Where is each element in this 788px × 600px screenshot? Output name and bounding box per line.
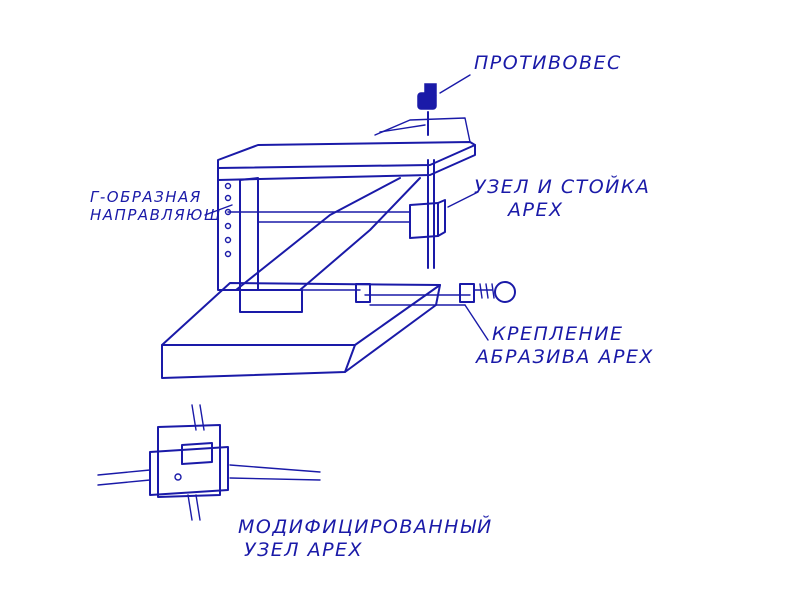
top-bar: [217, 117, 476, 181]
label-node-and-post-line2: APEX: [508, 198, 564, 221]
leader-lines: [204, 74, 489, 341]
rods: [227, 211, 471, 306]
label-modified-node: МОДИФИЦИРОВАННЫЙ УЗЕЛ APEX: [238, 516, 493, 562]
label-l-guide: Г-ОБРАЗНАЯ НАПРАВЛЯЮЩ: [90, 188, 222, 224]
modified-node-drawing: [97, 404, 321, 521]
label-counterweight: ПРОТИВОВЕС: [474, 52, 622, 74]
label-l-guide-line1: Г-ОБРАЗНАЯ: [90, 188, 202, 206]
label-abrasive-mount-line1: КРЕПЛЕНИЕ: [492, 323, 624, 345]
label-node-and-post-line1: УЗЕЛ И СТОЙКА: [474, 176, 651, 198]
label-abrasive-mount: КРЕПЛЕНИЕ АБРАЗИВА APEX: [476, 323, 654, 369]
label-abrasive-mount-line2: АБРАЗИВА APEX: [476, 345, 654, 368]
counterweight-drawing: [417, 83, 437, 136]
apex-post-node: [409, 159, 446, 269]
abrasive-mount-drawing: [355, 281, 516, 303]
diagonal-rail: [235, 177, 421, 313]
l-guide-post: [217, 177, 259, 291]
label-node-and-post: УЗЕЛ И СТОЙКА APEX: [474, 176, 650, 222]
label-modified-node-line2: УЗЕЛ APEX: [244, 538, 364, 561]
label-l-guide-line2: НАПРАВЛЯЮЩ: [90, 206, 222, 224]
label-modified-node-line1: МОДИФИЦИРОВАННЫЙ: [238, 516, 493, 538]
